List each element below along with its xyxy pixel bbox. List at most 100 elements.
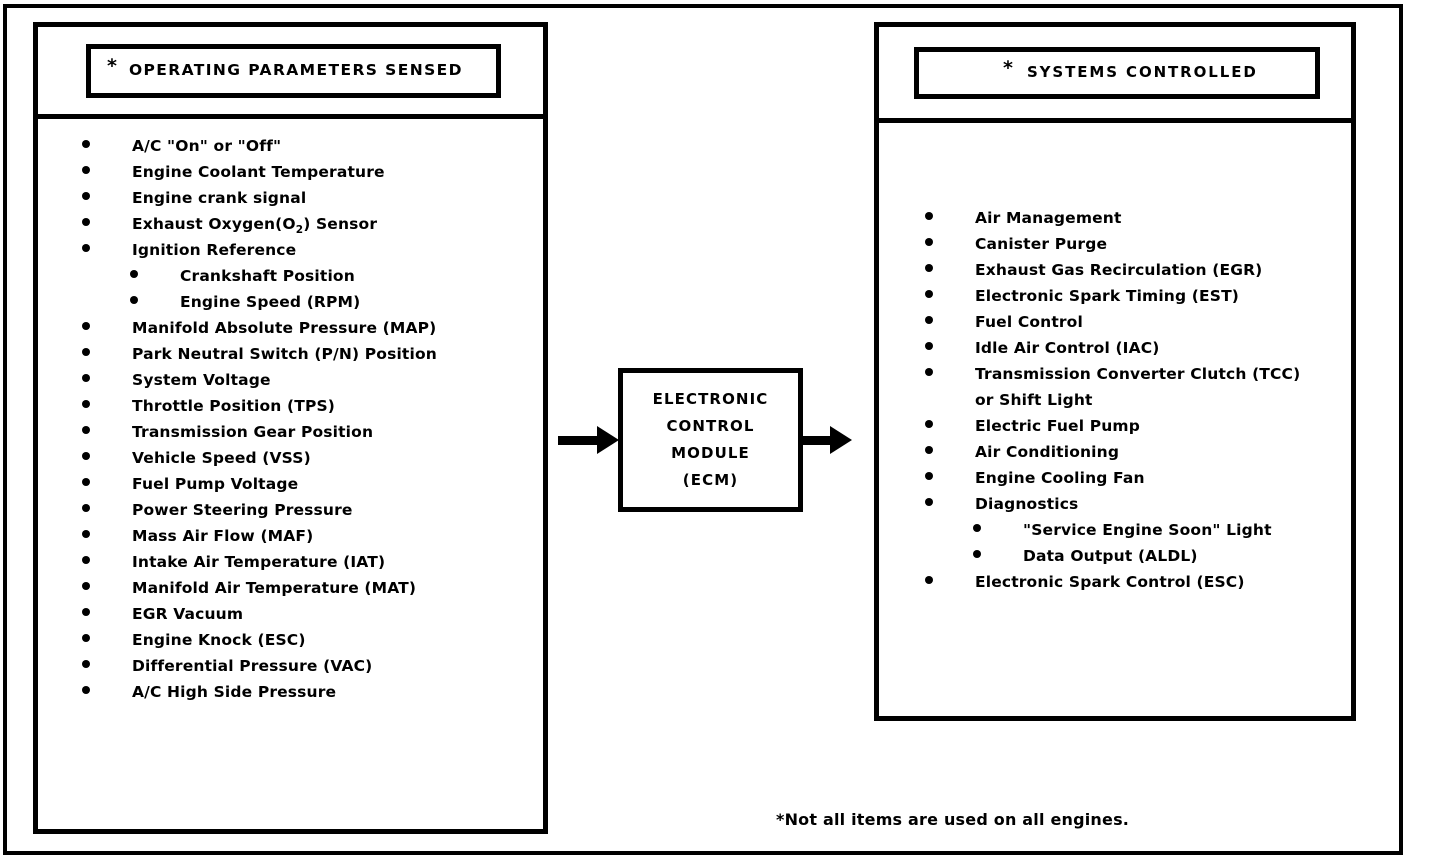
ecm-line-1: ELECTRONIC bbox=[652, 390, 769, 408]
list-item: Data Output (ALDL) bbox=[893, 547, 1351, 573]
list-item-label: Mass Air Flow (MAF) bbox=[132, 527, 314, 545]
bullet-icon bbox=[82, 582, 90, 590]
list-item-label: Electronic Spark Control (ESC) bbox=[975, 573, 1245, 591]
list-item: Idle Air Control (IAC) bbox=[893, 339, 1351, 365]
list-item-label: Manifold Air Temperature (MAT) bbox=[132, 579, 417, 597]
bullet-icon bbox=[130, 270, 138, 278]
arrow-head bbox=[830, 426, 852, 454]
list-item: Crankshaft Position bbox=[50, 267, 543, 293]
list-item-label: Throttle Position (TPS) bbox=[132, 397, 336, 415]
ecm-line-3: MODULE bbox=[671, 444, 750, 462]
list-item: Engine Cooling Fan bbox=[893, 469, 1351, 495]
list-item-label: Fuel Control bbox=[975, 313, 1083, 331]
arrow-inputs-to-ecm-icon bbox=[558, 426, 619, 454]
electronic-control-module-box: ELECTRONIC CONTROL MODULE (ECM) bbox=[618, 368, 803, 512]
bullet-icon bbox=[925, 472, 933, 480]
bullet-icon bbox=[925, 316, 933, 324]
list-item: Engine Knock (ESC) bbox=[50, 631, 543, 657]
outer-frame-border bbox=[3, 4, 1403, 855]
asterisk-icon: * bbox=[1003, 57, 1013, 79]
bullet-icon bbox=[82, 348, 90, 356]
bullet-icon bbox=[925, 368, 933, 376]
list-item: Diagnostics bbox=[893, 495, 1351, 521]
bullet-icon bbox=[82, 140, 90, 148]
list-item: Engine Speed (RPM) bbox=[50, 293, 543, 319]
panel-operating-parameters-sensed: * OPERATING PARAMETERS SENSED A/C "On" o… bbox=[33, 22, 548, 834]
bullet-icon bbox=[973, 524, 981, 532]
ecm-line-2: CONTROL bbox=[666, 417, 755, 435]
list-item: Fuel Control bbox=[893, 313, 1351, 339]
list-item: A/C "On" or "Off" bbox=[50, 137, 543, 163]
list-item-label: Engine Speed (RPM) bbox=[180, 293, 361, 311]
list-item-label: Canister Purge bbox=[975, 235, 1108, 253]
list-item-label: Transmission Converter Clutch (TCC) bbox=[975, 365, 1301, 383]
bullet-icon bbox=[82, 478, 90, 486]
panel-controlled-header: * SYSTEMS CONTROLLED bbox=[879, 27, 1351, 123]
list-item-label: Engine Cooling Fan bbox=[975, 469, 1145, 487]
list-item: Park Neutral Switch (P/N) Position bbox=[50, 345, 543, 371]
list-item-label: Crankshaft Position bbox=[180, 267, 355, 285]
bullet-icon bbox=[82, 244, 90, 252]
list-item-label: Air Conditioning bbox=[975, 443, 1120, 461]
bullet-icon bbox=[925, 264, 933, 272]
list-item-label: Diagnostics bbox=[975, 495, 1079, 513]
list-item-label: A/C "On" or "Off" bbox=[132, 137, 282, 155]
arrow-head bbox=[597, 426, 619, 454]
list-item: Electronic Spark Timing (EST) bbox=[893, 287, 1351, 313]
list-item: Electronic Spark Control (ESC) bbox=[893, 573, 1351, 599]
list-item-label: EGR Vacuum bbox=[132, 605, 244, 623]
list-item-label: Differential Pressure (VAC) bbox=[132, 657, 373, 675]
list-item: System Voltage bbox=[50, 371, 543, 397]
list-item: Ignition Reference bbox=[50, 241, 543, 267]
list-item: Exhaust Oxygen(O2) Sensor bbox=[50, 215, 543, 241]
panel-sensed-title: OPERATING PARAMETERS SENSED bbox=[128, 60, 463, 79]
list-item-label: Fuel Pump Voltage bbox=[132, 475, 299, 493]
list-item: Manifold Absolute Pressure (MAP) bbox=[50, 319, 543, 345]
list-item: Exhaust Gas Recirculation (EGR) bbox=[893, 261, 1351, 287]
list-item-label: Engine crank signal bbox=[132, 189, 307, 207]
list-item: Manifold Air Temperature (MAT) bbox=[50, 579, 543, 605]
list-item: or Shift Light bbox=[893, 391, 1351, 417]
list-item-label: or Shift Light bbox=[975, 391, 1093, 409]
footnote-text: *Not all items are used on all engines. bbox=[776, 810, 1130, 829]
list-item: A/C High Side Pressure bbox=[50, 683, 543, 709]
list-item: "Service Engine Soon" Light bbox=[893, 521, 1351, 547]
panel-controlled-title: SYSTEMS CONTROLLED bbox=[1026, 62, 1258, 81]
list-item-label: Exhaust Oxygen(O2) Sensor bbox=[132, 215, 378, 237]
list-item-label: Electric Fuel Pump bbox=[975, 417, 1140, 435]
list-item: Power Steering Pressure bbox=[50, 501, 543, 527]
bullet-icon bbox=[973, 550, 981, 558]
arrow-shaft bbox=[803, 435, 831, 445]
list-item-label: Electronic Spark Timing (EST) bbox=[975, 287, 1240, 305]
list-item-label: Transmission Gear Position bbox=[132, 423, 374, 441]
list-item: Engine crank signal bbox=[50, 189, 543, 215]
bullet-icon bbox=[82, 374, 90, 382]
ecm-line-4: (ECM) bbox=[682, 471, 739, 489]
bullet-icon bbox=[82, 218, 90, 226]
list-item: Transmission Converter Clutch (TCC) bbox=[893, 365, 1351, 391]
bullet-icon bbox=[82, 556, 90, 564]
bullet-icon bbox=[925, 576, 933, 584]
bullet-icon bbox=[925, 446, 933, 454]
bullet-icon bbox=[82, 322, 90, 330]
list-item: Electric Fuel Pump bbox=[893, 417, 1351, 443]
title-box-operating-parameters-sensed: * OPERATING PARAMETERS SENSED bbox=[86, 43, 501, 98]
list-operating-parameters-sensed: A/C "On" or "Off" Engine Coolant Temperat… bbox=[38, 119, 543, 709]
list-item-label: Idle Air Control (IAC) bbox=[975, 339, 1160, 357]
list-item-label: Vehicle Speed (VSS) bbox=[132, 449, 311, 467]
bullet-icon bbox=[925, 498, 933, 506]
arrow-shaft bbox=[558, 435, 598, 445]
bullet-icon bbox=[82, 634, 90, 642]
list-item-label: Manifold Absolute Pressure (MAP) bbox=[132, 319, 437, 337]
list-item: Differential Pressure (VAC) bbox=[50, 657, 543, 683]
bullet-icon bbox=[82, 660, 90, 668]
list-item-label: A/C High Side Pressure bbox=[132, 683, 337, 701]
list-item-label: Data Output (ALDL) bbox=[1023, 547, 1198, 565]
bullet-icon bbox=[925, 290, 933, 298]
bullet-icon bbox=[925, 212, 933, 220]
list-item: Engine Coolant Temperature bbox=[50, 163, 543, 189]
asterisk-icon: * bbox=[107, 55, 117, 77]
list-item: Air Management bbox=[893, 209, 1351, 235]
